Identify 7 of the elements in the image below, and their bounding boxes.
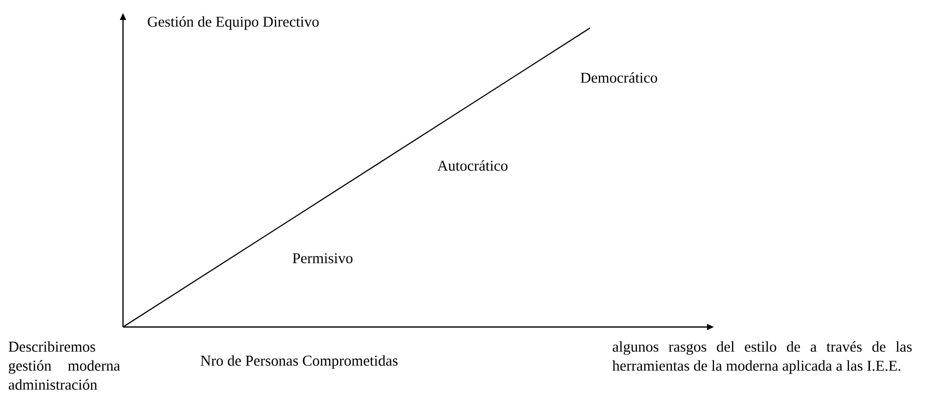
axis-label: Gestión de Equipo Directivo bbox=[148, 16, 319, 30]
note-text: algunos rasgos del estilo de a través de las herramientas de la moderna aplicada a las I.E.E. bbox=[612, 341, 912, 374]
region-label: Permisivo bbox=[292, 253, 352, 264]
axis-label: Nro de Personas Comprometidas bbox=[200, 355, 398, 369]
region-label: Democrático bbox=[580, 72, 658, 83]
region-label: Autocrático bbox=[437, 160, 508, 171]
note-text: Describiremos gestión moderna administración bbox=[8, 341, 120, 390]
